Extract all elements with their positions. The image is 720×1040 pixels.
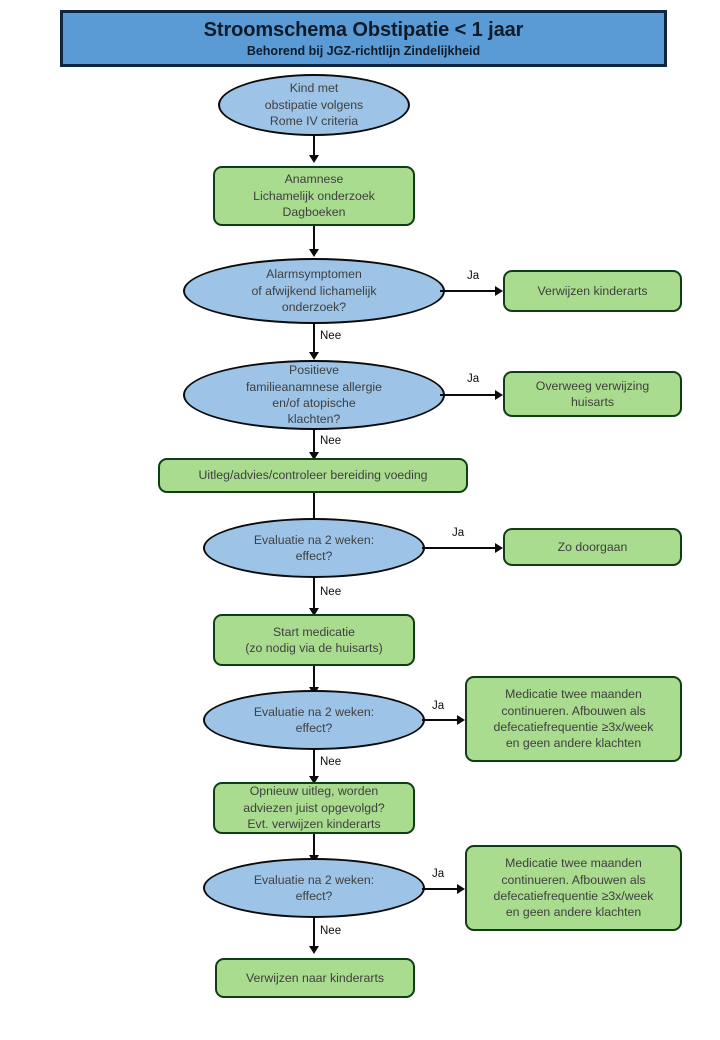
edge-label-ja-evaluatie-1: Ja xyxy=(452,527,465,539)
arrowhead-allergie-ja xyxy=(495,390,503,400)
arrowhead-evaluatie2-ja xyxy=(457,715,465,725)
node-evaluatie-2[interactable]: Evaluatie na 2 weken:effect? xyxy=(203,690,425,750)
connector-evaluatie1-nee xyxy=(313,576,315,612)
arrowhead-evaluatie3-nee xyxy=(309,946,319,954)
edge-label-nee-evaluatie-3: Nee xyxy=(320,925,342,937)
node-evaluatie-3[interactable]: Evaluatie na 2 weken:effect? xyxy=(203,858,425,918)
connector-evaluatie3-nee xyxy=(313,916,315,950)
arrowhead-evaluatie1-ja xyxy=(495,543,503,553)
arrowhead-anamnese-to-alarm xyxy=(309,249,319,257)
node-uitleg-voeding-label: Uitleg/advies/controleer bereiding voedi… xyxy=(198,468,428,483)
arrowhead-evaluatie3-ja xyxy=(457,884,465,894)
connector-alarm-nee xyxy=(313,322,315,355)
arrowhead-start-to-anamnese xyxy=(309,155,319,163)
edge-label-ja-evaluatie-2: Ja xyxy=(432,700,445,712)
header-banner: Stroomschema Obstipatie < 1 jaar Behoren… xyxy=(60,10,667,67)
edge-label-nee-evaluatie-1: Nee xyxy=(320,586,342,598)
edge-label-ja-evaluatie-3: Ja xyxy=(432,868,445,880)
node-verwijzen-naar-kinderarts-label: Verwijzen naar kinderarts xyxy=(245,970,385,985)
node-evaluatie-2-label: Evaluatie na 2 weken:effect? xyxy=(253,704,375,735)
page-subtitle: Behorend bij JGZ-richtlijn Zindelijkheid xyxy=(246,43,481,58)
connector-allergie-ja xyxy=(440,394,500,396)
node-start-medicatie[interactable]: Start medicatie(zo nodig via de huisarts… xyxy=(213,614,415,666)
page-title: Stroomschema Obstipatie < 1 jaar xyxy=(203,18,524,41)
node-zo-doorgaan[interactable]: Zo doorgaan xyxy=(503,528,682,566)
connector-uitleg-to-evaluatie1 xyxy=(313,493,315,522)
edge-label-nee-alarm: Nee xyxy=(320,330,342,342)
arrowhead-alarm-nee xyxy=(309,352,319,360)
node-evaluatie-1[interactable]: Evaluatie na 2 weken:effect? xyxy=(203,518,425,578)
connector-evaluatie2-nee xyxy=(313,748,315,780)
connector-opnieuw-to-evaluatie3 xyxy=(313,834,315,858)
node-verwijzen-kinderarts-1-label: Verwijzen kinderarts xyxy=(537,283,648,298)
arrowhead-evaluatie2-nee xyxy=(309,776,319,784)
connector-anamnese-to-alarm xyxy=(313,226,315,252)
node-zo-doorgaan-label: Zo doorgaan xyxy=(557,539,628,554)
arrowhead-evaluatie1-nee xyxy=(309,608,319,616)
arrowhead-allergie-nee xyxy=(309,452,319,460)
node-evaluatie-1-label: Evaluatie na 2 weken:effect? xyxy=(253,532,375,563)
connector-allergie-nee xyxy=(313,428,315,458)
arrowhead-alarm-ja xyxy=(495,286,503,296)
connector-evaluatie3-ja xyxy=(422,888,462,890)
connector-evaluatie1-ja xyxy=(422,547,500,549)
node-uitleg-voeding[interactable]: Uitleg/advies/controleer bereiding voedi… xyxy=(158,458,468,493)
node-start-medicatie-label: Start medicatie(zo nodig via de huisarts… xyxy=(245,624,383,655)
node-evaluatie-3-label: Evaluatie na 2 weken:effect? xyxy=(253,872,375,903)
edge-label-nee-evaluatie-2: Nee xyxy=(320,756,342,768)
edge-label-nee-allergie: Nee xyxy=(320,435,342,447)
connector-start-to-anamnese xyxy=(313,136,315,158)
node-verwijzen-kinderarts-1[interactable]: Verwijzen kinderarts xyxy=(503,270,682,312)
edge-label-ja-alarm: Ja xyxy=(467,270,480,282)
connector-alarm-ja xyxy=(440,290,500,292)
connector-evaluatie2-ja xyxy=(422,719,462,721)
edge-label-ja-allergie: Ja xyxy=(467,373,480,385)
connector-medicatie-to-evaluatie2 xyxy=(313,666,315,690)
node-verwijzen-naar-kinderarts[interactable]: Verwijzen naar kinderarts xyxy=(215,958,415,998)
